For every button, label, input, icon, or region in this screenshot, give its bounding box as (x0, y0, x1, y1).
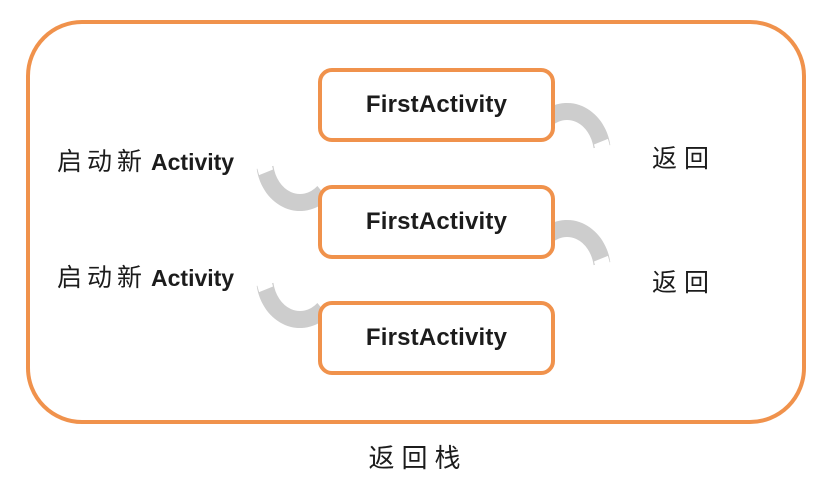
launch-label-cjk: 启动新 (57, 265, 148, 292)
activity-box-bottom: FirstActivity (318, 301, 555, 375)
back-stack-caption: 返回栈 (368, 444, 468, 473)
activity-box-top: FirstActivity (318, 68, 555, 142)
activity-label: FirstActivity (365, 208, 508, 235)
activity-label: FirstActivity (365, 91, 508, 118)
activity-box-middle: FirstActivity (318, 185, 555, 259)
launch-label-latin: Activity (151, 265, 235, 291)
back-label: 返回 (652, 270, 717, 297)
activity-label: FirstActivity (365, 324, 508, 351)
launch-label-cjk: 启动新 (57, 149, 148, 176)
back-label: 返回 (652, 146, 717, 173)
launch-label-latin: Activity (151, 149, 235, 175)
back-stack-frame (26, 20, 806, 424)
